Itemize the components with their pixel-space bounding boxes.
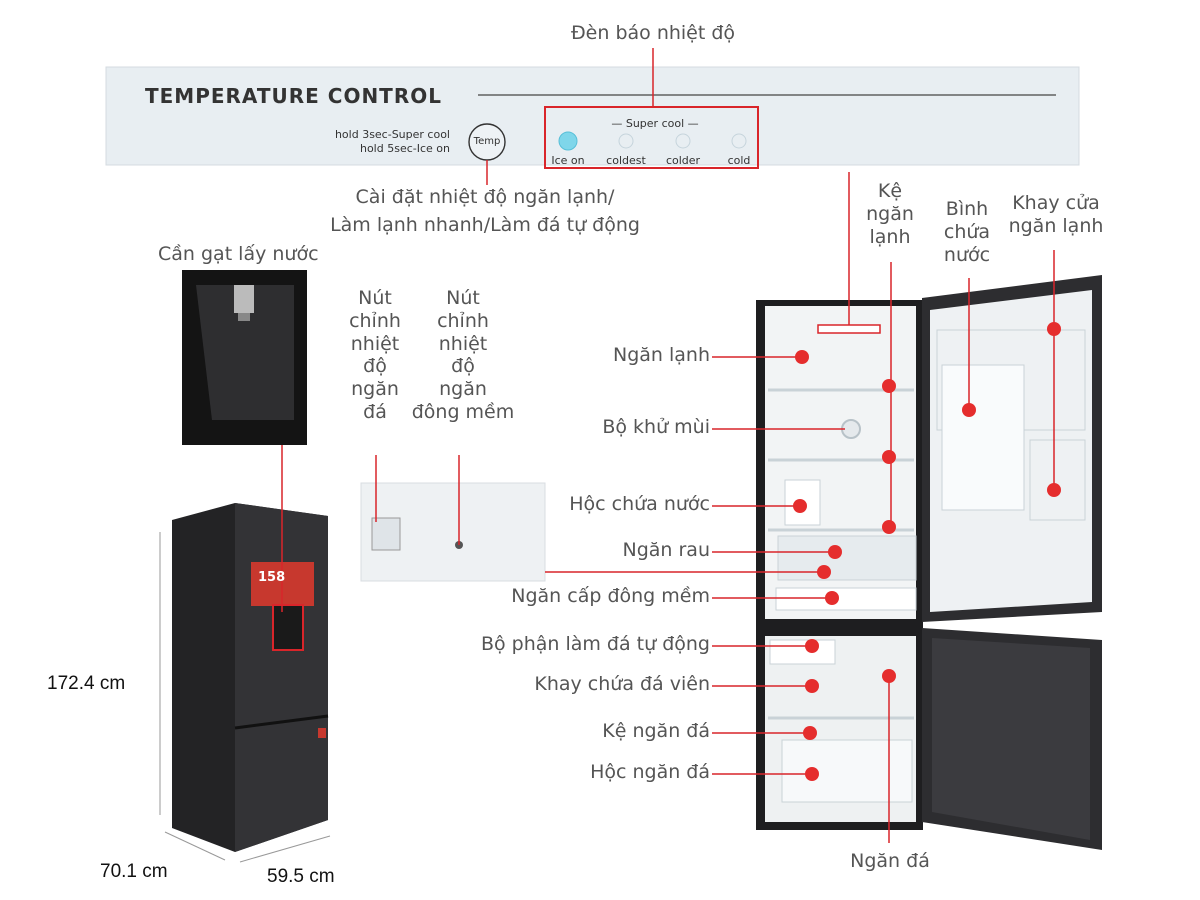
label-ngan-lanh: Ngăn lạnh — [612, 344, 710, 366]
label-ke-ngan-da: Kệ ngăn đá — [602, 720, 710, 742]
super-cool-label: — Super cool — — [611, 117, 699, 130]
callout-lines — [375, 48, 1055, 843]
dimension-width: 59.5 cm — [267, 866, 335, 887]
indicator-highlight-box — [544, 106, 759, 169]
callout-dots — [793, 322, 1061, 781]
colder-indicator — [675, 133, 691, 149]
label-hoc-chua-nuoc: Hộc chứa nước — [569, 493, 710, 515]
label-den-bao-nhiet-do: Đèn báo nhiệt độ — [570, 22, 736, 44]
open-fridge — [756, 275, 1102, 850]
label-ngan-rau: Ngăn rau — [622, 539, 711, 561]
panel-title: TEMPERATURE CONTROL — [145, 84, 442, 108]
coldest-indicator — [618, 133, 634, 149]
label-cai-dat-line2: Làm lạnh nhanh/Làm đá tự động — [330, 214, 640, 236]
panel-hold-ice-on: hold 5sec-Ice on — [359, 142, 450, 155]
freezer-knob — [371, 517, 401, 551]
fridge-display-value: 158 — [258, 570, 286, 585]
width-dimension-line — [239, 835, 331, 863]
label-hoc-ngan-da: Hộc ngăn đá — [590, 761, 710, 783]
label-ngan-da: Ngăn đá — [850, 850, 930, 872]
label-ngan-cap-dong-mem: Ngăn cấp đông mềm — [511, 585, 710, 607]
control-panel — [105, 66, 1080, 166]
dispenser-recess — [196, 285, 294, 420]
label-khay-chua-da-vien: Khay chứa đá viên — [534, 673, 710, 695]
cold-indicator — [731, 133, 747, 149]
label-bo-khu-mui: Bộ khử mùi — [602, 416, 710, 438]
dispenser-lever — [234, 285, 254, 313]
dimension-height: 172.4 cm — [47, 673, 126, 694]
label-bo-phan-lam-da: Bộ phận làm đá tự động — [480, 633, 710, 655]
dispenser-lever-tip — [238, 313, 250, 321]
label-cai-dat-line1: Cài đặt nhiệt độ ngăn lạnh/ — [355, 186, 615, 208]
indicator-ice-on-label: Ice on — [551, 154, 585, 167]
dimension-depth: 70.1 cm — [100, 861, 168, 882]
fridge-exterior — [172, 503, 329, 852]
ice-on-indicator — [558, 131, 578, 151]
panel-hold-super-cool: hold 3sec-Super cool — [334, 128, 450, 141]
indicator-cold-label: cold — [727, 154, 751, 167]
indicator-colder-label: colder — [665, 154, 701, 167]
label-can-gat-lay-nuoc: Cần gạt lấy nước — [158, 243, 319, 265]
temp-button[interactable]: Temp — [473, 136, 501, 147]
indicator-coldest-label: coldest — [606, 154, 646, 167]
depth-dimension-line — [164, 831, 226, 861]
